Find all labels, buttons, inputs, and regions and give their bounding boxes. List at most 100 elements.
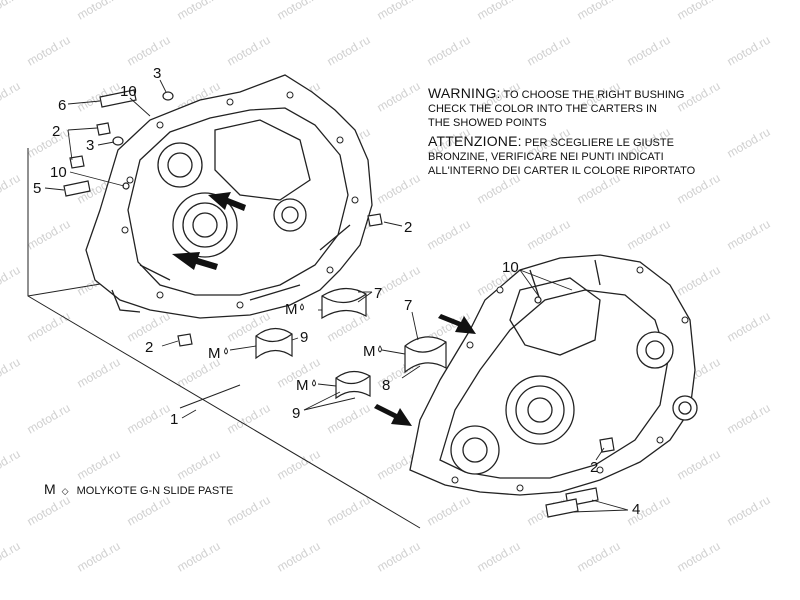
watermark-text: motod.ru [725, 493, 773, 529]
bushing-7-right [404, 336, 447, 374]
watermark-text: motod.ru [725, 125, 773, 161]
arrow-left-upper [208, 192, 246, 211]
watermark-text: motod.ru [25, 401, 73, 437]
watermark-text: motod.ru [0, 171, 23, 207]
watermark-text: motod.ru [25, 125, 73, 161]
watermark-text: motod.ru [175, 447, 223, 483]
watermark-text: motod.ru [25, 217, 73, 253]
warning-it-line-3: ALL'INTERNO DEI CARTER IL COLORE RIPORTA… [428, 165, 696, 177]
callout-6: 6 [58, 97, 66, 114]
watermark-text: motod.ru [275, 447, 323, 483]
paste-drop-icons [224, 303, 382, 387]
bushing-9-right [335, 370, 371, 400]
callout-2-right-half: 2 [590, 459, 598, 476]
callout-2-upper-left: 2 [52, 123, 60, 140]
warning-en-line-2: CHECK THE COLOR INTO THE CARTERS IN [428, 103, 658, 115]
indicator-arrows [172, 192, 476, 426]
warning-en-line-1: TO CHOOSE THE RIGHT BUSHING [503, 89, 685, 101]
watermark-text: motod.ru [0, 0, 23, 23]
watermark-text: motod.ru [0, 355, 23, 391]
drop-icon [378, 345, 382, 353]
watermark-text: motod.ru [275, 539, 323, 575]
watermark-text: motod.ru [175, 539, 223, 575]
callout-9-left: 9 [300, 329, 308, 346]
callout-4: 4 [632, 501, 640, 518]
callout-3-middle: 3 [86, 137, 94, 154]
watermark-text: motod.ru [75, 447, 123, 483]
watermark-text: motod.ru [725, 309, 773, 345]
warning-it-heading: ATTENZIONE: [428, 133, 522, 149]
warning-en-line-3: THE SHOWED POINTS [428, 117, 547, 129]
callout-2-bottom-left: 2 [145, 339, 153, 356]
watermark-text: motod.ru [575, 0, 623, 23]
m-marker-4: M [296, 377, 309, 394]
drop-icon [224, 347, 228, 355]
callout-10-left: 10 [50, 164, 67, 181]
callout-1: 1 [170, 411, 178, 428]
watermark-text: motod.ru [25, 493, 73, 529]
right-crankcase-half [409, 254, 698, 496]
watermark-text: motod.ru [725, 217, 773, 253]
watermark-text: motod.ru [125, 493, 173, 529]
watermark-text: motod.ru [375, 0, 423, 23]
watermark-text: motod.ru [675, 447, 723, 483]
watermark-text: motod.ru [225, 401, 273, 437]
watermark-text: motod.ru [125, 401, 173, 437]
bushing-9-left [255, 327, 293, 360]
watermark-text: motod.ru [75, 0, 123, 23]
watermark-text: motod.ru [0, 447, 23, 483]
dowel-pins [63, 89, 615, 518]
callout-labels: 6 3 10 2 3 10 5 2 2 7 9 7 8 9 1 10 2 4 M… [33, 65, 640, 518]
watermark-text: motod.ru [675, 0, 723, 23]
watermark-text: motod.ru [175, 0, 223, 23]
m-marker-3: M [363, 343, 376, 360]
watermark-text: motod.ru [75, 539, 123, 575]
watermark-text: motod.ru [575, 539, 623, 575]
watermark-text: motod.ru [375, 171, 423, 207]
drop-icon [312, 379, 316, 387]
warning-it-line-2: BRONZINE, VERIFICARE NEI PUNTI INDICATI [428, 151, 664, 163]
warning-it-line-1: PER SCEGLIERE LE GIUSTE [524, 137, 674, 149]
leader-lines [44, 79, 629, 513]
legend-text: MOLYKOTE G-N SLIDE PASTE [76, 485, 234, 497]
watermark-text: motod.ru [525, 217, 573, 253]
watermark-text: motod.ru [425, 217, 473, 253]
legend: M◇MOLYKOTE G-N SLIDE PASTE [44, 481, 233, 497]
watermark-text: motod.ru [325, 401, 373, 437]
watermark-text: motod.ru [325, 33, 373, 69]
watermark-text: motod.ru [725, 33, 773, 69]
callout-7-right: 7 [404, 297, 412, 314]
left-half-bolt-holes [121, 91, 359, 309]
watermark-text: motod.ru [125, 33, 173, 69]
watermark-text: motod.ru [0, 539, 23, 575]
watermark-text: motod.ru [625, 33, 673, 69]
watermark-text: motod.ru [675, 539, 723, 575]
watermark-text: motod.ru [325, 493, 373, 529]
watermark-text: motod.ru [275, 0, 323, 23]
watermark-text: motod.ru [25, 309, 73, 345]
callout-3-top: 3 [153, 65, 161, 82]
watermark-text: motod.ru [0, 263, 23, 299]
watermark-text: motod.ru [625, 217, 673, 253]
watermark-text: motod.ru [0, 79, 23, 115]
watermark-text: motod.ru [75, 355, 123, 391]
m-marker-2: M [208, 345, 221, 362]
m-marker-1: M [285, 301, 298, 318]
right-half-bolt-holes [451, 266, 689, 492]
callout-10-top: 10 [120, 83, 137, 100]
watermark-text: motod.ru [225, 493, 273, 529]
watermark-text: motod.ru [425, 493, 473, 529]
watermark-text: motod.ru [725, 401, 773, 437]
watermark-text: motod.ru [225, 33, 273, 69]
watermark-text: motod.ru [425, 33, 473, 69]
watermark-text: motod.ru [675, 263, 723, 299]
arrow-right-lower [374, 404, 412, 426]
callout-2-right: 2 [404, 219, 412, 236]
callout-10-right: 10 [502, 259, 519, 276]
bushing-7-left [321, 287, 367, 320]
watermark-text: motod.ru [375, 539, 423, 575]
legend-symbol: M [44, 481, 56, 497]
watermark-text: motod.ru [25, 33, 73, 69]
callout-8: 8 [382, 377, 390, 394]
